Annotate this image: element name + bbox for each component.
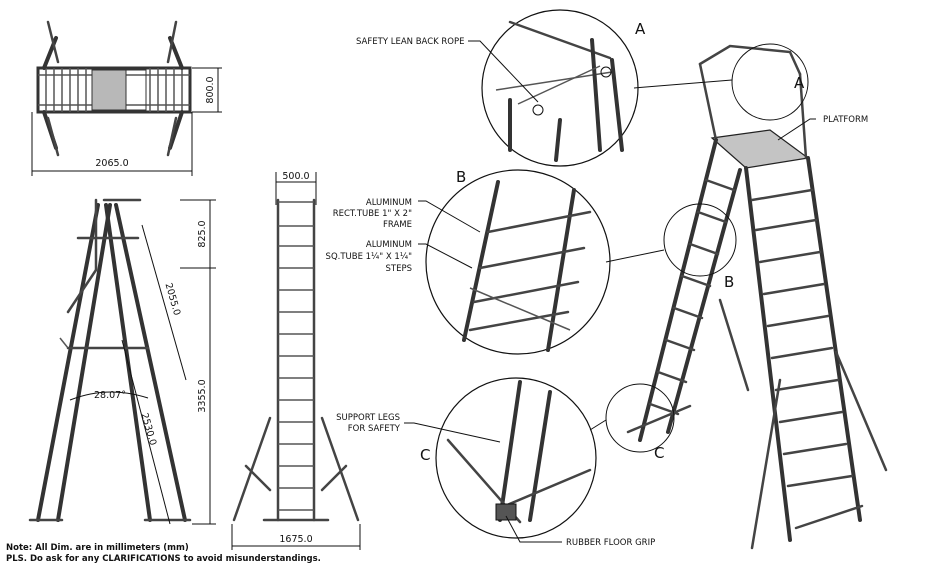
side-view: 825.0 3355.0 2055.0 2530.0 28.07° xyxy=(28,198,216,525)
callout-platform: PLATFORM xyxy=(823,115,868,125)
callout-steps-line1: ALUMINUM xyxy=(366,240,412,250)
dim-front-width: 500.0 xyxy=(282,171,309,182)
detail-letter-b: B xyxy=(456,168,466,186)
detail-letter-a: A xyxy=(635,20,646,38)
note-units: Note: All Dim. are in millimeters (mm) xyxy=(6,543,189,553)
front-view: 500.0 1675.0 xyxy=(231,171,361,550)
dim-leg-length: 2530.0 xyxy=(139,412,159,447)
iso-letter-c: C xyxy=(654,444,664,462)
callout-floor-grip: RUBBER FLOOR GRIP xyxy=(566,538,655,548)
note-clarifications: PLS. Do ask for any CLARIFICATIONS to av… xyxy=(6,554,321,564)
dim-top-width: 2065.0 xyxy=(95,158,128,169)
callout-frame-line3: FRAME xyxy=(383,220,412,230)
callout-safety-rope: SAFETY LEAN BACK ROPE xyxy=(356,37,465,47)
callout-frame-line2: RECT.TUBE 1" X 2" xyxy=(333,209,412,219)
detail-a xyxy=(481,9,639,167)
iso-letter-b: B xyxy=(724,273,734,291)
top-view: 2065.0 800.0 xyxy=(31,20,222,176)
isometric-ladder xyxy=(589,43,888,550)
dim-rail-length: 2055.0 xyxy=(163,282,183,317)
callout-support-line1: SUPPORT LEGS xyxy=(336,413,400,423)
dim-rail-height: 825.0 xyxy=(197,220,208,247)
dim-base-width: 1675.0 xyxy=(279,534,312,545)
detail-letter-c: C xyxy=(420,446,430,464)
detail-c xyxy=(435,377,597,539)
callout-steps-line2: SQ.TUBE 1¼" X 1¼" xyxy=(326,252,413,262)
callout-steps-line3: STEPS xyxy=(386,264,412,274)
callout-frame-line1: ALUMINUM xyxy=(366,198,412,208)
iso-letter-a: A xyxy=(794,74,805,92)
callout-support-line2: FOR SAFETY xyxy=(348,424,401,434)
dim-angle: 28.07° xyxy=(94,390,126,401)
dim-top-depth: 800.0 xyxy=(205,76,216,103)
detail-b xyxy=(425,169,611,355)
callout-leaders xyxy=(404,40,816,543)
dim-total-height: 3355.0 xyxy=(197,379,208,412)
